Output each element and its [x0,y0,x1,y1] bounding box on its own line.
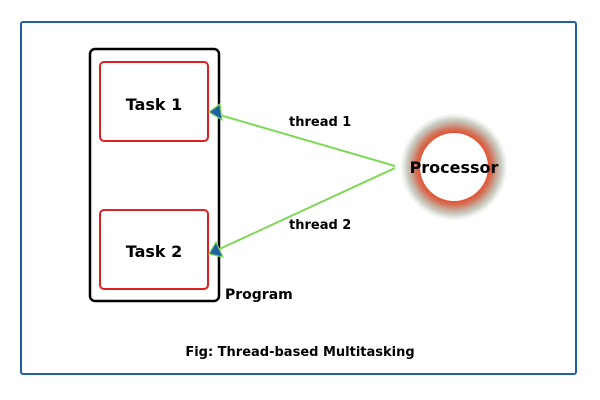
thread-2-label: thread 2 [289,218,351,233]
task-2-label: Task 2 [126,242,183,261]
program-label: Program [225,287,293,303]
figure-caption: Fig: Thread-based Multitasking [185,345,414,360]
thread-2-arrow-icon [208,240,225,258]
thread-1-label: thread 1 [289,115,351,130]
thread-1-line [212,112,396,167]
task-1-label: Task 1 [126,95,183,114]
processor-label: Processor [410,158,499,177]
processor-core [420,133,488,201]
thread-1-arrow-icon [207,102,223,122]
task-2-box [99,209,209,290]
task-1-box [99,61,209,142]
thread-2-line [212,167,396,253]
